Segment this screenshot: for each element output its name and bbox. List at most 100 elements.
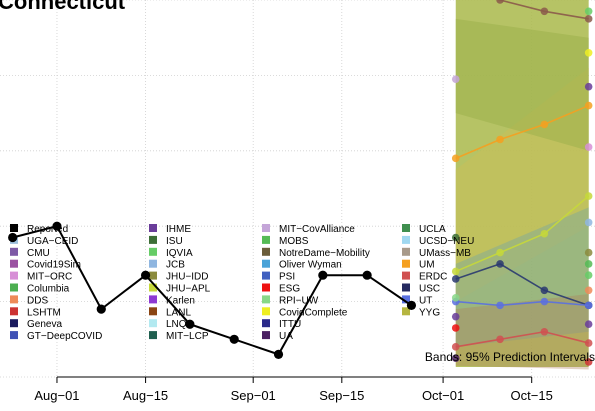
legend-item: UCSD−NEU (402, 235, 474, 247)
legend-swatch (149, 224, 157, 232)
legend-swatch (262, 271, 270, 280)
forecast-point-5-1 (496, 335, 504, 344)
legend-label: Oliver Wyman (279, 260, 342, 271)
legend-label: UCLA (419, 224, 446, 235)
legend-item: IHME (149, 224, 191, 235)
reported-point-8 (362, 270, 372, 280)
forecast-dot-16 (584, 358, 593, 366)
legend-item: LANL (149, 307, 191, 318)
reported-point-1 (52, 221, 62, 231)
forecast-line-2 (455, 195, 590, 273)
forecast-point-1-1 (496, 135, 504, 144)
forecast-dot-0 (451, 75, 460, 83)
forecast-line-0 (496, 0, 589, 20)
legend-item: JCB (149, 259, 185, 271)
legend-item: JHU−APL (149, 283, 211, 295)
legend-swatch (402, 307, 410, 316)
legend-swatch (262, 247, 270, 256)
forecast-line-5 (455, 330, 589, 348)
legend-item: Karlen (149, 295, 195, 306)
legend-label: IQVIA (166, 248, 193, 259)
legend-item: UMass−MB (402, 247, 471, 259)
band-overlay-3 (455, 18, 589, 151)
forecast-dot-4 (451, 324, 460, 332)
legend-label: JHU−IDD (166, 272, 209, 283)
reported-point-7 (318, 270, 328, 280)
forecast-line-3 (455, 263, 589, 307)
legend-label: Columbia (27, 284, 70, 295)
forecast-dot-9 (584, 143, 593, 151)
legend-label: MOBS (279, 236, 309, 247)
legend-swatch (149, 319, 157, 328)
legend-label: LNQ (166, 319, 187, 330)
x-tick-label: Oct−15 (511, 388, 553, 403)
reported-point-5 (229, 334, 239, 344)
forecast-point-3-1 (496, 260, 504, 268)
legend-item: CovidComplete (262, 307, 348, 318)
legend-item: USC (402, 283, 440, 295)
legend-label: MIT−ORC (27, 272, 72, 283)
legend-swatch (402, 259, 410, 268)
forecast-point-4-2 (540, 297, 549, 306)
legend-item: GT−DeepCOVID (10, 331, 102, 342)
legend-swatch (149, 247, 157, 256)
legend-swatch (10, 271, 18, 280)
legend-item: UCLA (402, 224, 446, 235)
forecast-point-1-3 (584, 101, 593, 110)
forecast-point-0-2 (540, 7, 549, 16)
forecast-dot-1 (451, 233, 460, 242)
x-tick-label: Oct−01 (422, 388, 464, 403)
legend-label: Geneva (27, 319, 62, 330)
legend-label: JCB (166, 260, 185, 271)
x-tick-label: Aug−15 (123, 388, 168, 403)
legend-swatch (262, 319, 270, 328)
legend-swatch (149, 295, 157, 304)
legend-item: MOBS (262, 235, 309, 247)
legend-label: LSHTM (27, 307, 61, 318)
forecast-dot-2 (451, 294, 460, 302)
x-tick-label: Sep−15 (319, 388, 364, 403)
legend-swatch (149, 283, 157, 292)
forecast-point-1-2 (540, 120, 549, 129)
legend-label: UCSD−NEU (419, 236, 474, 247)
legend-swatch (149, 307, 157, 316)
legend-swatch (262, 331, 270, 340)
band-overlay-4 (455, 294, 589, 370)
legend-swatch (402, 283, 410, 292)
legend-item: MIT−ORC (10, 271, 72, 283)
legend-label: ERDC (419, 272, 447, 283)
legend-label: UT (419, 295, 432, 306)
forecast-dot-12 (584, 260, 593, 268)
forecast-dot-5 (451, 354, 460, 362)
reported-point-3 (140, 270, 151, 280)
legend-label: ISU (166, 236, 183, 247)
legend-swatch (10, 259, 18, 268)
legend-swatch (402, 295, 410, 304)
legend-item: ITTU (262, 319, 301, 330)
reported-point-9 (406, 300, 417, 310)
forecast-point-5-0 (451, 343, 460, 351)
forecast-point-0-1 (496, 0, 504, 4)
prediction-bands (455, 0, 589, 370)
reported-point-2 (96, 304, 106, 314)
forecast-point-5-3 (584, 339, 593, 347)
legend-label: Karlen (166, 295, 195, 306)
legend-item: ESG (262, 283, 300, 295)
forecast-dot-6 (584, 7, 593, 16)
legend-label: ITTU (279, 319, 301, 330)
legend-item: DDS (10, 295, 48, 306)
legend-item: ERDC (402, 271, 447, 283)
forecast-line-4 (455, 300, 589, 307)
legend-swatch (262, 259, 270, 268)
legend-swatch (149, 271, 157, 280)
reported-series (8, 221, 417, 359)
reported-point-6 (273, 349, 284, 359)
reported-line (12, 225, 412, 356)
legend-item: UA (262, 331, 293, 342)
legend-item: Oliver Wyman (262, 259, 342, 271)
legend-swatch (262, 235, 270, 244)
forecast-line-1 (455, 104, 589, 160)
legend-item: Covid19Sim (10, 259, 81, 271)
forecast-dot-3 (451, 312, 460, 321)
